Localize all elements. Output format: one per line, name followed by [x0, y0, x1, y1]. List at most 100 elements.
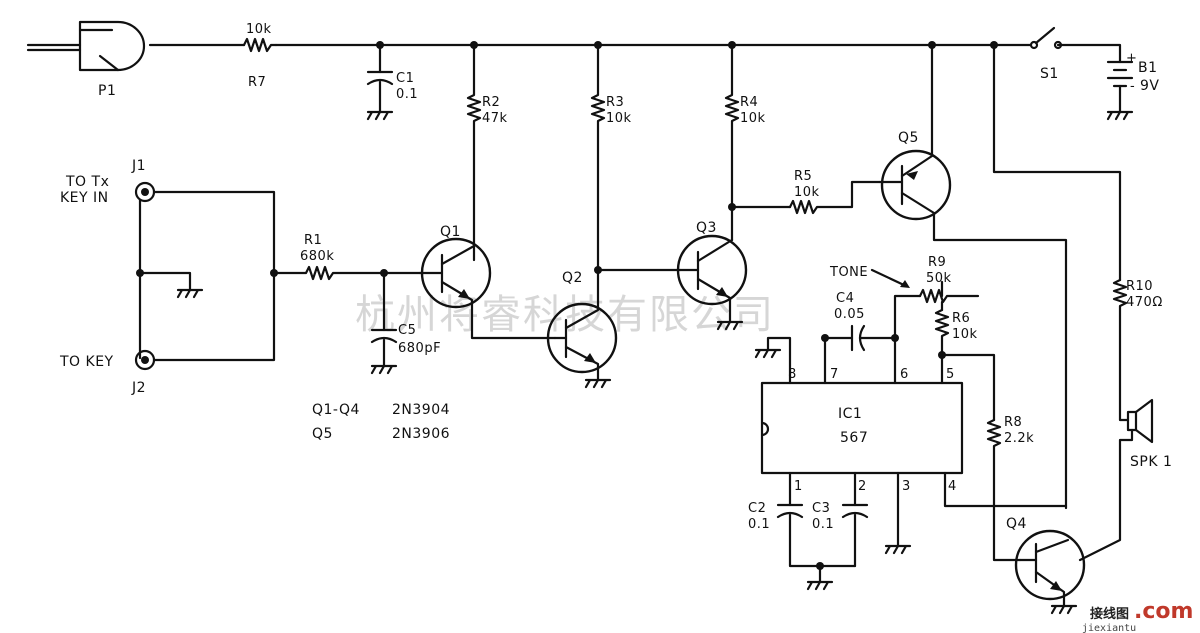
label-tone: TONE — [829, 265, 868, 280]
label-r9-value: 50k — [926, 271, 952, 286]
wire-pin8 — [766, 336, 792, 385]
ic1-567 — [760, 381, 964, 475]
resistor-r3 — [590, 43, 682, 272]
label-b1: B1 — [1138, 60, 1158, 76]
capacitor-c5 — [370, 271, 398, 375]
label-r2-value: 47k — [482, 111, 508, 126]
label-to-key: TO KEY — [59, 354, 114, 370]
label-q3: Q3 — [696, 220, 717, 236]
wire-pin6 — [893, 294, 922, 385]
label-r3: R3 — [606, 95, 624, 110]
label-spk1: SPK 1 — [1130, 454, 1172, 470]
label-c5-value: 680pF — [398, 341, 441, 356]
label-r10-value: 470Ω — [1126, 295, 1163, 310]
wire-r10-feed — [992, 43, 1122, 282]
label-pin2: 2 — [858, 479, 867, 494]
label-b1-minus: - — [1130, 79, 1135, 94]
label-r6: R6 — [952, 311, 970, 326]
label-b1-value: 9V — [1140, 78, 1159, 94]
label-r8: R8 — [1004, 415, 1022, 430]
label-parts-q14: Q1-Q4 — [312, 402, 360, 418]
potentiometer-r9 — [870, 268, 980, 312]
label-pin8: 8 — [788, 367, 797, 382]
capacitor-c1 — [366, 43, 394, 121]
label-j2: J2 — [131, 380, 146, 396]
resistor-r5 — [788, 180, 882, 215]
component-labels: P1 10k R7 C1 0.1 R2 47k R3 10k R4 10k R5… — [59, 22, 1172, 532]
top-rail — [148, 43, 1122, 64]
label-r4-value: 10k — [740, 111, 766, 126]
label-parts-q5-value: 2N3906 — [392, 426, 450, 442]
resistor-r2 — [466, 43, 482, 262]
resistor-r8 — [986, 418, 1022, 562]
wire-r8-feed — [940, 353, 996, 422]
label-key-in: KEY IN — [60, 190, 109, 206]
resistor-r1 — [272, 265, 422, 281]
label-pin6: 6 — [900, 367, 909, 382]
label-q1: Q1 — [440, 224, 461, 240]
label-r4: R4 — [740, 95, 758, 110]
label-c1: C1 — [396, 71, 414, 86]
label-r5-value: 10k — [794, 185, 820, 200]
wire-pin4 — [943, 471, 1068, 508]
label-j1: J1 — [131, 158, 146, 174]
resistor-r7 — [242, 37, 278, 53]
label-c3: C3 — [812, 501, 830, 516]
label-r7-value: 10k — [246, 22, 272, 37]
label-p1: P1 — [98, 83, 116, 99]
label-r10: R10 — [1126, 279, 1153, 294]
label-q4: Q4 — [1006, 516, 1027, 532]
battery-b1 — [1106, 60, 1134, 121]
label-c4-value: 0.05 — [834, 307, 865, 322]
label-c1-value: 0.1 — [396, 87, 418, 102]
switch-s1 — [1029, 26, 1063, 50]
label-q5: Q5 — [898, 130, 919, 146]
transistor-q5 — [878, 43, 1068, 510]
label-r1: R1 — [304, 233, 322, 248]
label-pin5: 5 — [946, 367, 955, 382]
label-r9: R9 — [928, 255, 946, 270]
label-c3-value: 0.1 — [812, 517, 834, 532]
label-ic1: IC1 — [838, 406, 862, 422]
label-r7: R7 — [248, 75, 266, 90]
label-ic1-part: 567 — [840, 430, 868, 446]
label-c5: C5 — [398, 323, 416, 338]
transistor-q2 — [546, 268, 618, 389]
label-q2: Q2 — [562, 270, 583, 286]
plug-p1 — [26, 20, 146, 72]
logo-text-com: .com — [1134, 599, 1193, 624]
label-to-tx: TO Tx — [65, 174, 109, 190]
ground-pin3 — [884, 544, 912, 555]
logo-text-url: jiexiantu — [1082, 623, 1136, 633]
jack-j2 — [134, 349, 156, 371]
label-r8-value: 2.2k — [1004, 431, 1034, 446]
watermark: 杭州将睿科技有限公司 — [355, 292, 775, 338]
capacitor-c3 — [841, 471, 869, 568]
label-parts-q5: Q5 — [312, 426, 333, 442]
label-c2: C2 — [748, 501, 766, 516]
capacitor-c4 — [850, 324, 897, 352]
resistor-r10 — [1112, 278, 1130, 422]
jack-j1 — [134, 181, 276, 362]
resistor-r4 — [724, 43, 792, 242]
speaker-spk1 — [1078, 398, 1154, 562]
ground-input — [138, 271, 204, 299]
resistor-r6 — [934, 308, 950, 385]
label-pin1: 1 — [794, 479, 803, 494]
site-logo: 接线图 .com jiexiantu — [1082, 599, 1193, 633]
label-s1: S1 — [1040, 66, 1059, 82]
label-r5: R5 — [794, 169, 812, 184]
ground-pin8 — [754, 348, 782, 359]
label-r1-value: 680k — [300, 249, 334, 264]
junction-dots — [136, 41, 998, 570]
label-pin3: 3 — [902, 479, 911, 494]
capacitor-c2 — [776, 471, 857, 568]
logo-text-cn: 接线图 — [1090, 606, 1129, 622]
label-r3-value: 10k — [606, 111, 632, 126]
label-c4: C4 — [836, 291, 854, 306]
label-c2-value: 0.1 — [748, 517, 770, 532]
label-parts-q14-value: 2N3904 — [392, 402, 450, 418]
label-pin7: 7 — [830, 367, 839, 382]
transistor-q1 — [418, 237, 557, 340]
